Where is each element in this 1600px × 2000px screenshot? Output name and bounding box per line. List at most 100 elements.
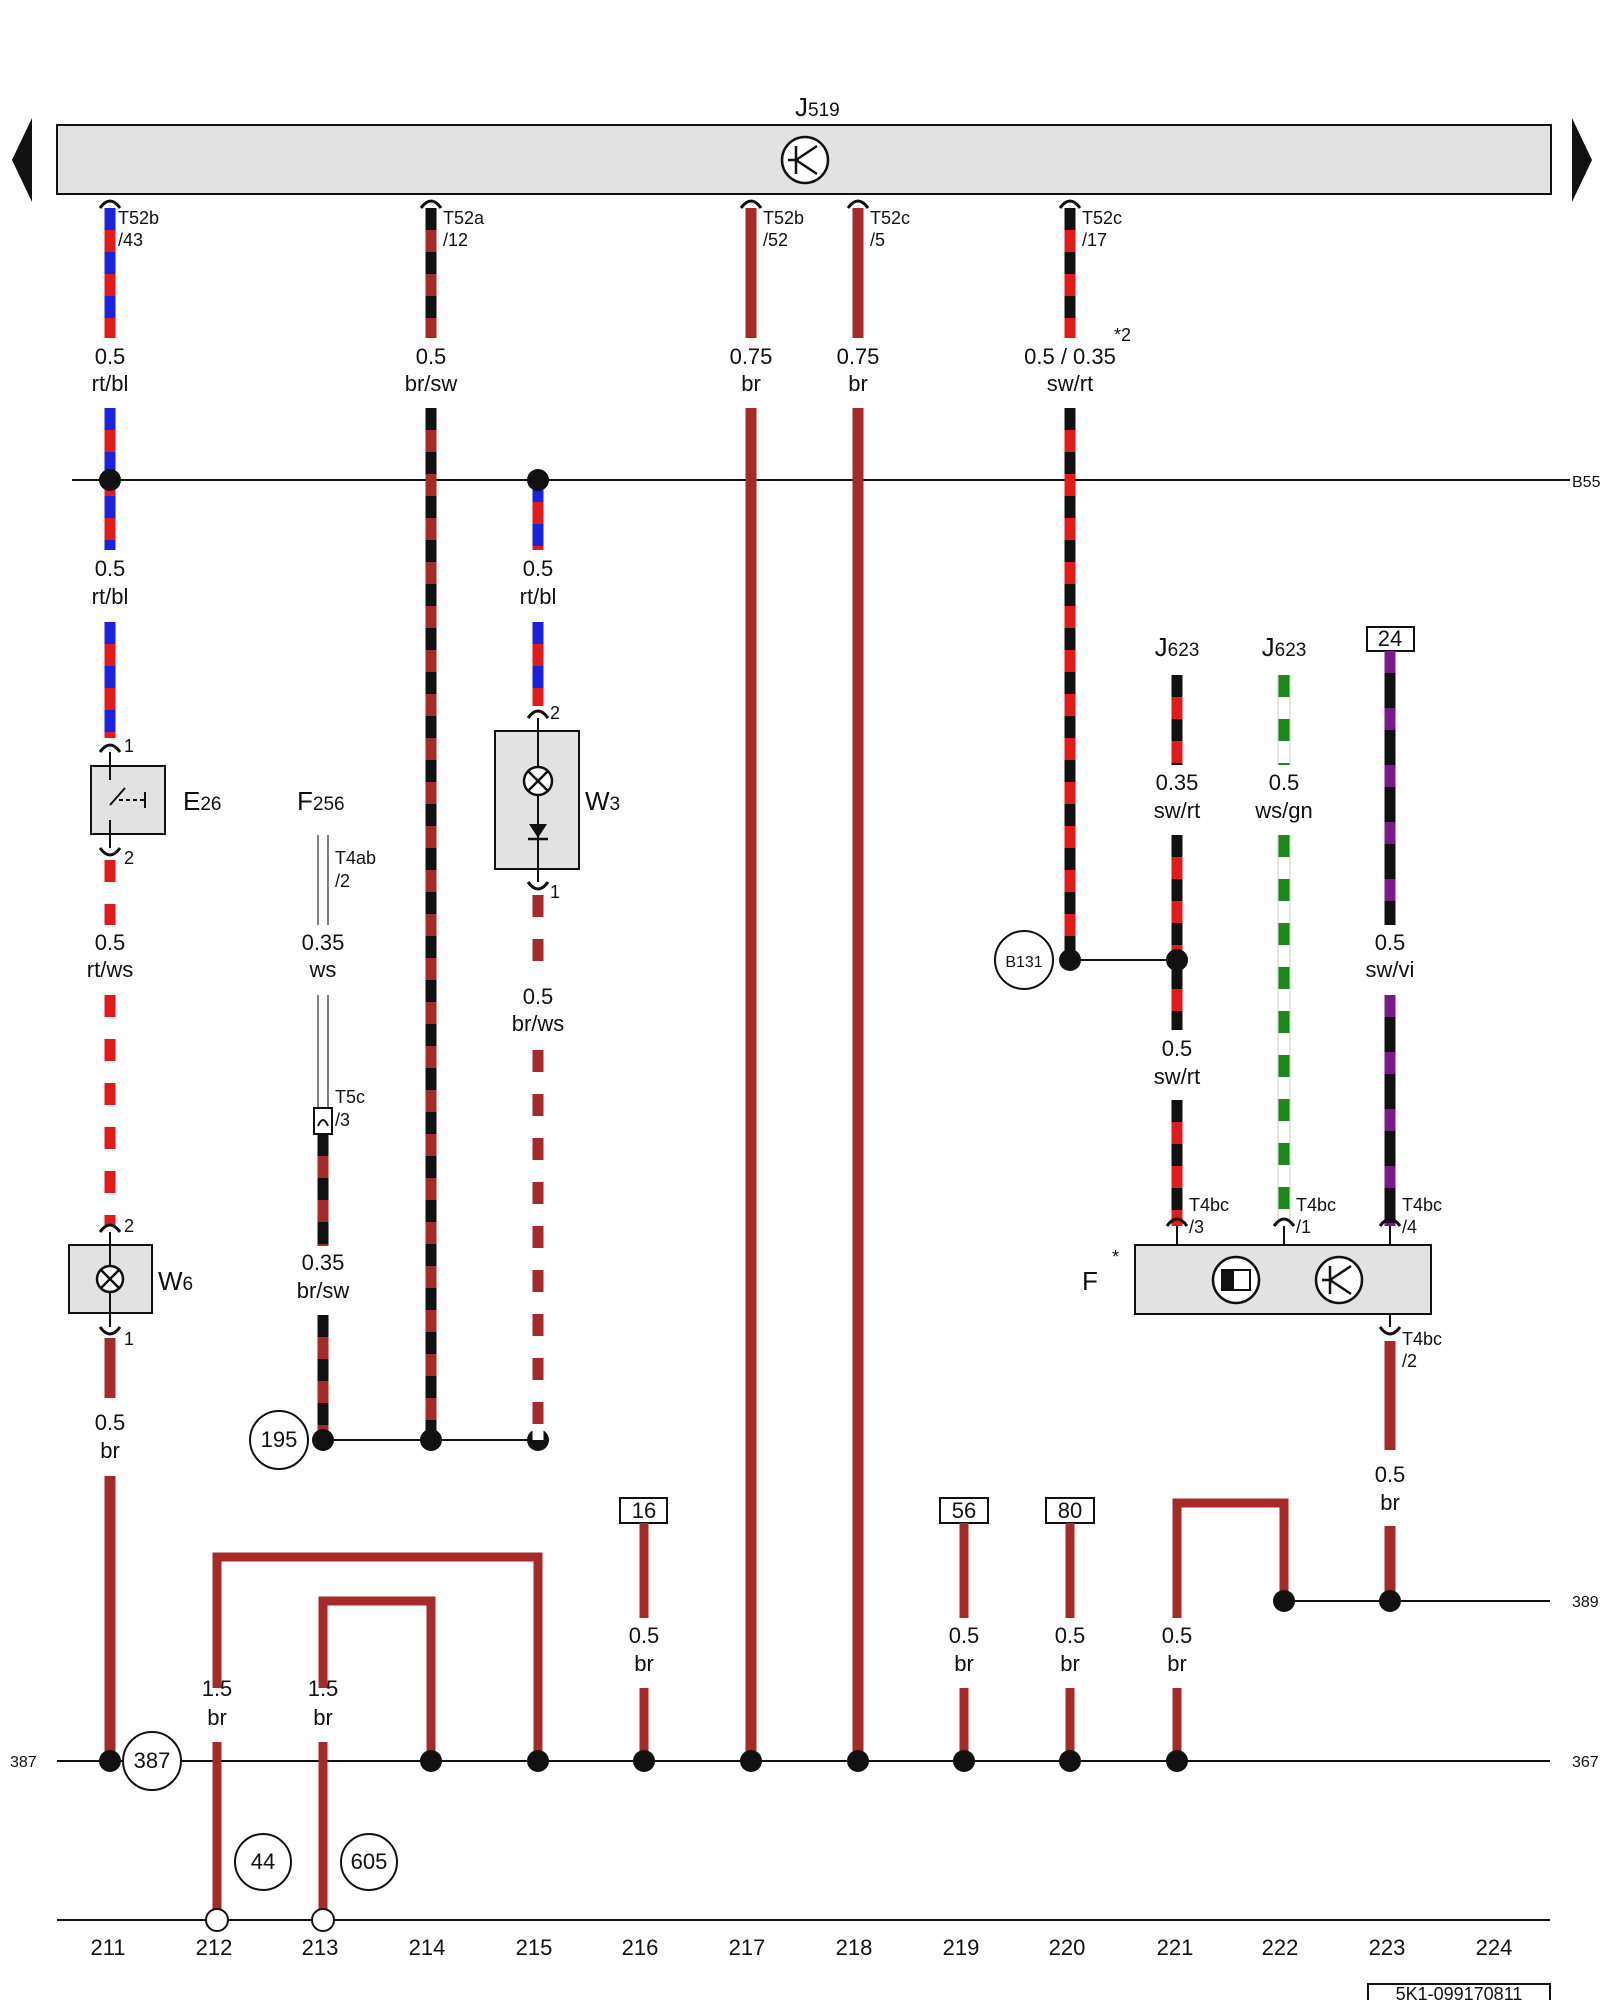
wire-size-218: 0.75 [837,344,880,369]
control-symbol-icon [1211,1255,1261,1305]
column-numbers: 211 212 213 214 215 216 217 218 219 220 … [90,1935,1512,1960]
wire-color-214: br/sw [405,371,458,396]
wire-color-211c: rt/ws [87,957,133,982]
terminal-open [311,1908,335,1932]
connector-t4bc-1-pin: /1 [1296,1217,1311,1237]
w6-pin-2: 2 [124,1216,134,1236]
control-unit-j519: J519 [56,92,1552,195]
ground-387-label: 387 [134,1748,171,1773]
ref-box-16-label: 16 [632,1498,656,1523]
w6-pin-1: 1 [124,1329,134,1349]
column-number: 215 [516,1935,553,1960]
connector-t52b-52-pin: /52 [763,230,788,250]
wire-color-215a: rt/bl [520,584,557,609]
wire-size-211b: 0.5 [95,556,126,581]
wire-color-221b: sw/rt [1154,1064,1200,1089]
wire-color-223a: sw/vi [1366,957,1415,982]
switch-e26 [90,743,166,857]
bus-label-389: 389 [1572,1594,1599,1611]
column-number: 211 [90,1935,125,1960]
splice-dot [633,1750,655,1772]
wire-col-222 [1277,675,1291,1226]
wire-color-213: br [313,1705,333,1730]
w3-pin-1: 1 [550,882,560,902]
ref-box-80-label: 80 [1058,1498,1082,1523]
wire-size-222: 0.5 [1269,770,1300,795]
column-number: 216 [622,1935,659,1960]
component-f [1134,1217,1432,1336]
column-number: 217 [729,1935,766,1960]
wire-size-214: 0.5 [416,344,447,369]
wire-size-221a: 0.35 [1156,770,1199,795]
bus-label-367: 367 [1572,1754,1599,1771]
connector-t52c-5: T52c [870,208,910,228]
ref-box-56-label: 56 [952,1498,976,1523]
splice-dot [953,1750,975,1772]
ground-point-605 [340,1833,398,1891]
wire-size-221c: 0.5 [1162,1623,1193,1648]
wire-size-215a: 0.5 [523,556,554,581]
wire-size-213: 1.5 [308,1676,339,1701]
prev-page-arrow-icon[interactable] [12,118,32,202]
w3-label: W3 [585,786,620,816]
ref-box-80 [1045,1497,1095,1524]
wire-size-211d: 0.5 [95,1410,126,1435]
connector-t4bc-3: T4bc [1189,1195,1229,1215]
wire-size-212: 1.5 [202,1676,233,1701]
wire-size-223a: 0.5 [1375,930,1406,955]
ground-point-387 [122,1731,182,1791]
wire-col-212-213 [212,1552,543,1920]
splice-dot [740,1750,762,1772]
wire-size-211c: 0.5 [95,930,126,955]
wire-color-217: br [741,371,761,396]
wire-size-219: 0.5 [949,1623,980,1648]
ground-junction [99,1750,121,1772]
ref-box-24-label: 24 [1378,626,1402,651]
e26-pin-2: 2 [124,848,134,868]
connector-t52c-17-pin: /17 [1082,230,1107,250]
j623-label-a: J623 [1155,632,1200,662]
column-number: 221 [1157,1935,1194,1960]
wire-color-218: br [848,371,868,396]
connector-t52c-5-pin: /5 [870,230,885,250]
connector-t52c-17: T52c [1082,208,1122,228]
j623-label-b: J623 [1262,632,1307,662]
bus-label-387: 387 [10,1754,37,1771]
column-number: 220 [1049,1935,1086,1960]
next-page-arrow-icon[interactable] [1572,118,1592,202]
column-number: 219 [943,1935,980,1960]
ground-b131-label: B131 [1005,954,1042,971]
splice-dot [1379,1590,1401,1612]
ground-point-195 [249,1410,309,1470]
connector-hooks [98,199,1082,209]
column-number: 223 [1369,1935,1406,1960]
electronics-symbol-icon [780,135,830,185]
column-number: 218 [836,1935,873,1960]
connector-t4bc-2-pin: /2 [1402,1351,1417,1371]
ground-point-b131 [994,930,1054,990]
connector-t52a-12-pin: /12 [443,230,468,250]
wire-size-216: 0.5 [629,1623,660,1648]
connector-t4bc-2: T4bc [1402,1329,1442,1349]
wire-color-222: ws/gn [1254,798,1312,823]
lamp-w6 [68,1223,153,1336]
splice-dot [527,1750,549,1772]
splice-dot [1059,1750,1081,1772]
column-number: 224 [1476,1935,1513,1960]
wire-color-215b: br/ws [512,1011,565,1036]
connector-t4bc-4: T4bc [1402,1195,1442,1215]
electronics-symbol-icon [1314,1255,1364,1305]
wire-size-f256a: 0.35 [302,930,345,955]
bus-lines [57,479,1570,1921]
wire-size-f256b: 0.35 [302,1250,345,1275]
splice-dot [1059,949,1081,971]
wire-size-215b: 0.5 [523,984,554,1009]
terminal-open [205,1908,229,1932]
connector-t52b-52: T52b [763,208,804,228]
w6-label: W6 [158,1266,193,1296]
connector-t4bc-4-pin: /4 [1402,1217,1417,1237]
wire-color-f256b: br/sw [297,1278,350,1303]
wire-color-220b: br [1060,1651,1080,1676]
sensor-f256 [313,835,333,1440]
j519-label: J [795,92,808,122]
